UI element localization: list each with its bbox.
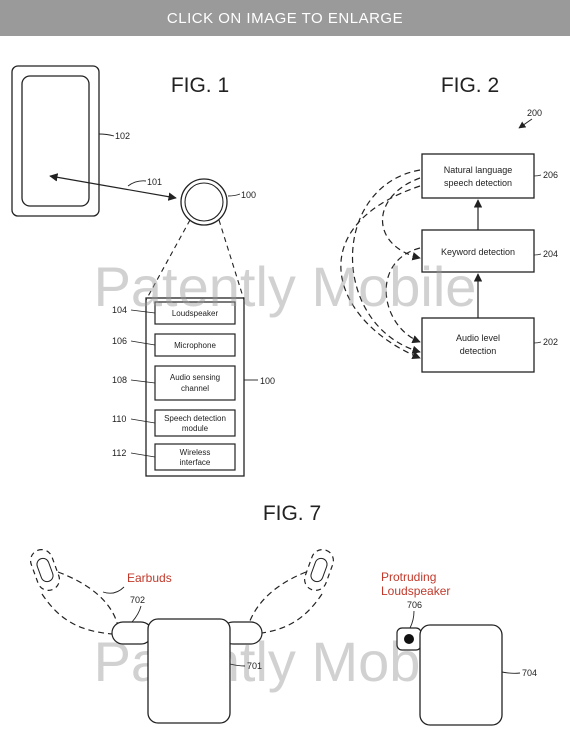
wireless-link-arrow — [49, 173, 177, 201]
earbuds-ref: 702 — [130, 595, 145, 605]
module-microphone: Microphone — [154, 333, 236, 357]
enlarge-banner[interactable]: CLICK ON IMAGE TO ENLARGE — [0, 0, 570, 36]
block-natural-language-line2: speech detection — [444, 178, 512, 188]
speaker-label-line1: Protruding — [381, 570, 436, 584]
block-natural-language-ref: 206 — [543, 170, 558, 180]
block-audio-level: Audio level detection — [421, 317, 535, 373]
wearable-device — [180, 178, 228, 226]
block-audio-level-ref: 202 — [543, 337, 558, 347]
fig1-title: FIG. 1 — [171, 74, 229, 97]
device-module-stack — [145, 297, 245, 477]
module-speech-detection: Speech detection module — [154, 409, 236, 437]
module-audio-sensing: Audio sensing channel — [154, 365, 236, 401]
earbud-cable-paths — [41, 571, 323, 635]
module-wireless-line1: Wireless — [180, 448, 211, 457]
speaker-label-line2: Loudspeaker — [381, 584, 450, 598]
block-natural-language: Natural language speech detection — [421, 153, 535, 199]
fig7-title: FIG. 7 — [263, 502, 321, 525]
speaker-dot — [404, 634, 414, 644]
module-wireless-line2: interface — [180, 458, 211, 467]
earbud-case — [147, 618, 231, 724]
module-audio-sensing-ref: 108 — [112, 375, 127, 385]
case-ref: 701 — [247, 661, 262, 671]
watermark-top: Patently Mobile — [94, 255, 477, 318]
patent-figure[interactable]: FIG. 1 102 101 100 100 Loudspeaker 104 M… — [0, 36, 570, 734]
case2-ref: 704 — [522, 668, 537, 678]
earbuds-label: Earbuds — [127, 571, 172, 585]
block-natural-language-line1: Natural language — [444, 165, 513, 175]
phone-device — [11, 65, 100, 217]
earbud-right — [303, 549, 335, 591]
enlarge-banner-text: CLICK ON IMAGE TO ENLARGE — [166, 9, 404, 27]
earbud-left — [29, 549, 61, 591]
block-keyword-detection-ref: 204 — [543, 249, 558, 259]
phone-ref: 102 — [115, 131, 130, 141]
module-audio-sensing-line1: Audio sensing — [170, 373, 220, 382]
module-loudspeaker-label: Loudspeaker — [172, 309, 219, 318]
module-audio-sensing-line2: channel — [181, 384, 209, 393]
module-microphone-ref: 106 — [112, 336, 127, 346]
module-loudspeaker-ref: 104 — [112, 305, 127, 315]
module-wireless-interface: Wireless interface — [154, 443, 236, 471]
module-speech-detection-ref: 110 — [112, 414, 126, 424]
module-speech-detection-line2: module — [182, 424, 209, 433]
link-ref: 101 — [147, 177, 162, 187]
module-speech-detection-line1: Speech detection — [164, 414, 226, 423]
device-ref: 100 — [241, 190, 256, 200]
fig2-title: FIG. 2 — [441, 74, 499, 97]
block-audio-level-line2: detection — [460, 346, 497, 356]
stack-ref: 100 — [260, 376, 275, 386]
device-case-2 — [419, 624, 503, 726]
block-audio-level-line1: Audio level — [456, 333, 500, 343]
feedback-dashed-paths — [340, 169, 421, 360]
earbud-dock-left — [111, 621, 153, 645]
module-microphone-label: Microphone — [174, 341, 216, 350]
speaker-ref: 706 — [407, 600, 422, 610]
block-keyword-detection-line1: Keyword detection — [441, 247, 515, 257]
module-wireless-ref: 112 — [112, 448, 126, 458]
system-ref: 200 — [527, 108, 542, 118]
